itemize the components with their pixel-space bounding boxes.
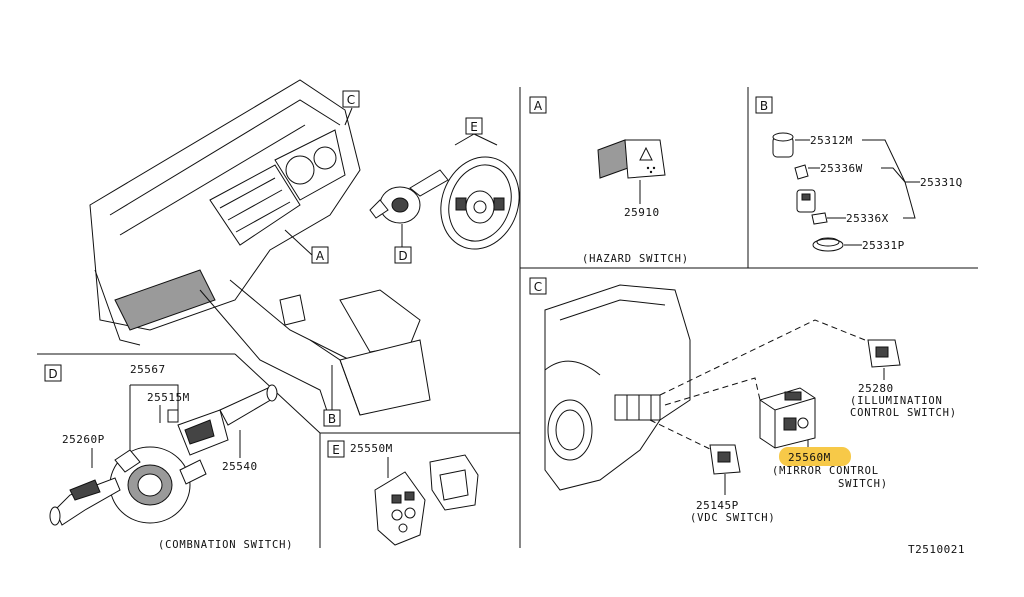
lens-cap-icon	[812, 237, 844, 252]
label-text: 25336W	[820, 162, 863, 175]
steering-switch-right	[429, 454, 479, 511]
instrument-panel-cluster	[544, 284, 691, 491]
label-text: B	[760, 99, 768, 113]
illumination-control-switch	[867, 339, 901, 368]
label-text: 25550M	[350, 442, 393, 455]
label-text: 25312M	[810, 134, 853, 147]
callout-D: D	[394, 246, 412, 264]
vdc-switch	[709, 444, 741, 475]
panel-dividers	[37, 87, 978, 548]
section-a: A 25910 (HAZARD SWITCH)	[529, 96, 689, 265]
label-text: C	[534, 280, 542, 294]
section-e: E 25550M	[327, 440, 479, 546]
mirror-control-switch	[759, 387, 816, 449]
label-text: E	[470, 120, 478, 134]
section-c-letter-box	[529, 277, 547, 295]
bulb-small-icon	[811, 212, 828, 225]
part-number-25145P: 25145P	[696, 499, 739, 512]
label-text: B	[328, 412, 336, 426]
part-number-25280: 25280	[858, 382, 894, 395]
label-text: 25331P	[862, 239, 905, 252]
steering-switch-left	[374, 471, 426, 546]
label-text: E	[332, 443, 340, 457]
callout-E: E	[465, 117, 483, 135]
label-text: 25331Q	[920, 176, 963, 189]
combination-switch-assembly	[109, 409, 207, 524]
label-text: 25515M	[147, 391, 190, 404]
highlight-25560M	[779, 447, 851, 466]
hazard-switch-caption: (HAZARD SWITCH)	[582, 253, 689, 265]
callout-A: A	[284, 229, 329, 264]
section-d: D 25567 25515M 25260P 25540 (	[44, 363, 293, 551]
section-b-letter-box	[755, 96, 773, 114]
label-text: D	[48, 367, 57, 381]
hazard-switch	[597, 139, 666, 179]
label-text: A	[316, 249, 325, 263]
section-d-letter-box	[44, 364, 62, 382]
label-text: C	[347, 93, 355, 107]
section-a-letter-box	[529, 96, 547, 114]
callout-C: C	[342, 90, 360, 126]
part-number-25910: 25910	[624, 206, 660, 219]
label-text: SWITCH)	[838, 478, 888, 490]
wiper-lever-switch	[49, 477, 121, 526]
label-text: 25336X	[846, 212, 889, 225]
label-text: (MIRROR CONTROL	[772, 465, 879, 477]
steering-wheel-callout	[440, 133, 520, 250]
label-text: 25260P	[62, 433, 105, 446]
label-text: D	[398, 249, 407, 263]
label-text: A	[534, 99, 543, 113]
light-lever-switch	[177, 384, 278, 456]
dashboard-illustration	[89, 79, 431, 421]
label-text: CONTROL SWITCH)	[850, 407, 957, 419]
drawing-id: T2510021	[908, 543, 965, 556]
section-b: B 25312M 25336W 25336X 25331P 253	[755, 96, 963, 252]
label-text: (VDC SWITCH)	[690, 512, 775, 524]
socket-icon	[796, 189, 816, 213]
callout-B: B	[323, 365, 341, 427]
small-connector	[167, 409, 179, 423]
section-c: C 25280 (ILLUMINATION CONTROL SWITCH)	[529, 277, 957, 524]
section-e-letter-box	[327, 440, 345, 458]
label-text: 25540	[222, 460, 258, 473]
label-text: 25567	[130, 363, 166, 376]
part-number-25560M: 25560M	[788, 451, 831, 464]
combination-switch-callout	[369, 169, 449, 247]
bulb-socket-icon	[772, 132, 794, 158]
bulb-icon	[794, 164, 809, 180]
combination-switch-caption: (COMBNATION SWITCH)	[158, 539, 293, 551]
label-text: (ILLUMINATION	[850, 395, 943, 407]
